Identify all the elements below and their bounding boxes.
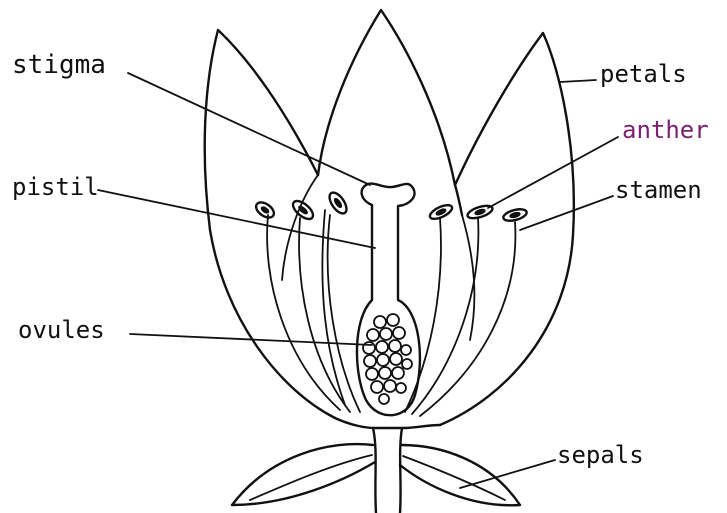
- stamen-filament-left-1: [267, 215, 340, 410]
- left-sepal: [232, 444, 375, 505]
- label-anther: anther: [622, 118, 709, 142]
- label-stigma: stigma: [12, 52, 106, 78]
- receptacle: [335, 418, 440, 428]
- stamen-leader: [520, 196, 613, 230]
- ovules-cluster: [363, 314, 412, 404]
- label-ovules: ovules: [18, 318, 105, 342]
- right-petal: [440, 33, 574, 425]
- stigma-leader: [128, 73, 370, 185]
- label-pistil: pistil: [12, 175, 99, 199]
- petals-leader: [560, 80, 596, 82]
- stem: [400, 428, 402, 513]
- center-petal: [318, 10, 462, 215]
- anther-fill: [333, 198, 342, 208]
- stem: [373, 428, 376, 513]
- label-petals: petals: [600, 62, 687, 86]
- stamen-filament-right-2: [412, 218, 478, 414]
- label-stamen: stamen: [615, 178, 702, 202]
- anther-fill: [261, 206, 270, 214]
- pistil-leader: [98, 190, 375, 248]
- left-petal: [205, 30, 335, 418]
- anther-leader: [488, 137, 618, 208]
- label-sepals: sepals: [557, 443, 644, 467]
- left-sepal-midrib: [250, 455, 372, 500]
- anther-fill: [510, 212, 521, 218]
- anther-fill: [475, 209, 486, 216]
